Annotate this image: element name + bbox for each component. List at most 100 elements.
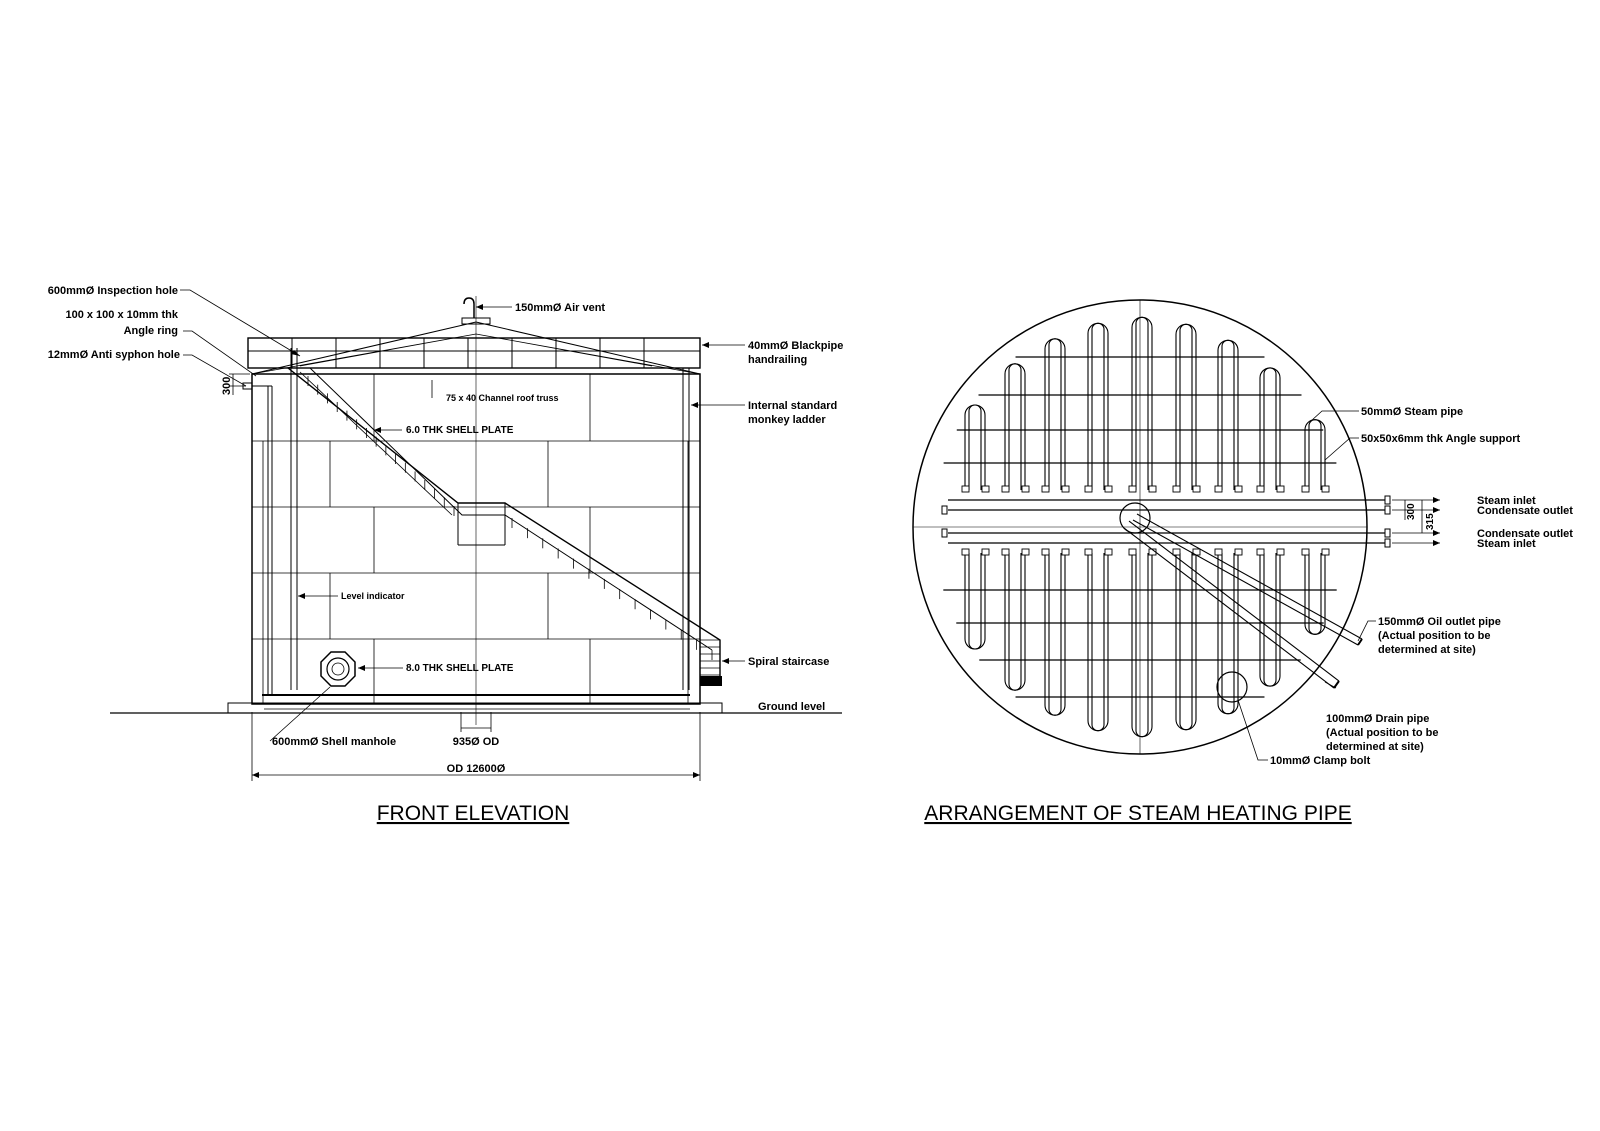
coil-flange — [1321, 485, 1330, 493]
front-elevation-title: FRONT ELEVATION — [377, 802, 570, 825]
label-angle-ring-size: 100 x 100 x 10mm thk — [65, 309, 178, 321]
steam-coil-tube — [1135, 316, 1149, 490]
steam-coil-tube — [1044, 338, 1066, 490]
steam-coil-tube — [1048, 553, 1062, 716]
coil-flange — [1214, 485, 1223, 493]
coil-flange — [1001, 548, 1010, 556]
label-inspection-hole: 600mmØ Inspection hole — [48, 285, 178, 297]
label-oil-outlet-pipe: 150mmØ Oil outlet pipe — [1378, 616, 1501, 628]
steam-coil-tube — [968, 404, 982, 490]
steam-coil-tube — [1179, 323, 1193, 490]
coil-flange — [1104, 485, 1113, 493]
steam-coils-lower — [961, 548, 1330, 738]
header-end-caps — [941, 495, 1391, 548]
staircase-base-block — [700, 676, 722, 686]
coil-flange — [1148, 485, 1157, 493]
coil-flange — [1301, 548, 1310, 556]
coil-flange — [1104, 548, 1113, 556]
coil-flange — [1084, 548, 1093, 556]
label-steam-inlet-top: Steam inlet — [1477, 495, 1536, 507]
spiral-staircase — [287, 367, 721, 682]
label-steam-inlet-bottom: Steam inlet — [1477, 538, 1536, 550]
coil-flange — [961, 485, 970, 493]
coil-flange — [1321, 548, 1330, 556]
steam-headers — [948, 499, 1389, 544]
shell-manhole-octagon — [320, 651, 356, 687]
steam-coil-tube — [1087, 553, 1109, 732]
steam-coil-tube — [1308, 553, 1322, 635]
coil-flange — [1041, 548, 1050, 556]
label-drain-pipe-site: determined at site) — [1326, 741, 1424, 753]
label-dim-300-front: 300 — [221, 377, 233, 395]
label-angle-support: 50x50x6mm thk Angle support — [1361, 433, 1520, 445]
label-level-indicator: Level indicator — [341, 591, 405, 601]
label-angle-ring: Angle ring — [124, 325, 178, 337]
coil-flange — [1084, 485, 1093, 493]
oil-outlet-pipe — [1132, 513, 1363, 646]
handrail-posts — [291, 338, 645, 368]
coil-flange — [1001, 485, 1010, 493]
steam-coil-tube — [968, 553, 982, 650]
coil-flange — [1234, 548, 1243, 556]
coil-flange — [1172, 548, 1181, 556]
label-ground-level: Ground level — [758, 701, 825, 713]
steam-coil-tube — [1004, 553, 1026, 691]
steam-coil-tube — [1175, 553, 1197, 731]
label-shell-manhole: 600mmØ Shell manhole — [272, 736, 396, 748]
label-drain-pipe: 100mmØ Drain pipe — [1326, 713, 1429, 725]
steam-coil-tube — [1221, 553, 1235, 715]
steam-coil-tube — [1048, 338, 1062, 490]
steam-coil-tube — [1008, 363, 1022, 490]
label-internal-standard: Internal standard — [748, 400, 837, 412]
label-steam-pipe: 50mmØ Steam pipe — [1361, 406, 1463, 418]
steam-coil-tube — [1087, 322, 1109, 490]
coil-flange — [1192, 485, 1201, 493]
coil-flange — [961, 548, 970, 556]
coil-flange — [1021, 548, 1030, 556]
steam-coil-tube — [964, 553, 986, 650]
steam-coil-tube — [1135, 553, 1149, 738]
coil-flange — [981, 548, 990, 556]
steam-coil-tube — [1259, 553, 1281, 687]
steam-coil-tube — [1217, 339, 1239, 490]
label-drain-pipe-position: (Actual position to be — [1326, 727, 1438, 739]
coil-flange — [1256, 548, 1265, 556]
label-air-vent: 150mmØ Air vent — [515, 302, 605, 314]
steam-coil-tube — [1259, 367, 1281, 490]
label-spiral-staircase: Spiral staircase — [748, 656, 829, 668]
steam-heating-drawing: 50mmØ Steam pipe 50x50x6mm thk Angle sup… — [912, 299, 1573, 825]
handrailing — [247, 337, 701, 369]
steam-coil-tube — [1263, 367, 1277, 490]
shell-manhole-circle — [326, 657, 350, 681]
coil-flange — [1041, 485, 1050, 493]
steam-coil-tube — [1131, 553, 1153, 738]
steam-heating-leaders — [1237, 410, 1440, 761]
coil-flange — [1276, 548, 1285, 556]
steam-coil-tube — [1308, 419, 1322, 490]
shell-course-lines — [252, 374, 700, 704]
steam-coils-upper — [961, 316, 1330, 493]
drain-sump-circle — [1216, 671, 1248, 703]
level-indicator — [252, 385, 273, 695]
coil-flange — [1061, 485, 1070, 493]
label-handrailing: handrailing — [748, 354, 807, 366]
front-elevation-drawing: 600mmØ Inspection hole 100 x 100 x 10mm … — [48, 285, 844, 825]
steam-coil-tube — [1091, 322, 1105, 490]
foundation-pad — [227, 702, 723, 713]
coil-flange — [1061, 548, 1070, 556]
coil-flange — [1256, 485, 1265, 493]
coil-flange — [1128, 548, 1137, 556]
air-vent-gooseneck — [463, 297, 475, 318]
steam-coil-tube — [964, 404, 986, 490]
label-condensate-outlet-bottom: Condensate outlet — [1477, 528, 1573, 540]
steam-coil-tube — [1175, 323, 1197, 490]
coil-flange — [981, 485, 990, 493]
label-od-935: 935Ø OD — [453, 736, 500, 748]
steam-coil-tube — [1304, 553, 1326, 635]
drain-pipe — [1123, 520, 1340, 689]
label-dim-300-plan: 300 — [1406, 503, 1417, 520]
coil-flange — [1301, 485, 1310, 493]
steam-coil-tube — [1263, 553, 1277, 687]
label-anti-syphon-hole: 12mmØ Anti syphon hole — [48, 349, 180, 361]
coil-flange — [1128, 485, 1137, 493]
